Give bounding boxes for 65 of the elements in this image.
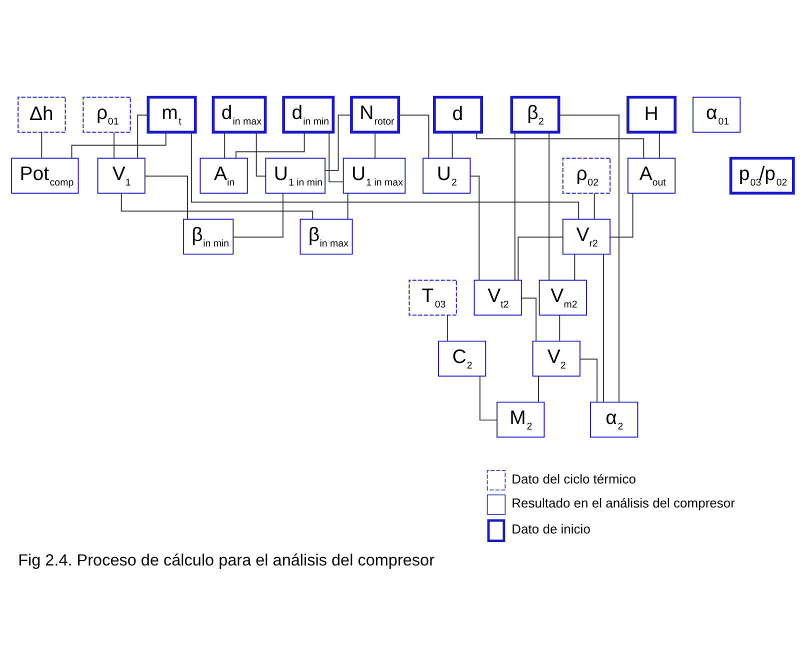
node-box: N$_{rotor}$ — [350, 96, 400, 134]
node-box: α$_{2}$ — [590, 402, 638, 438]
caption: Fig 2.4. Proceso de cálculo para el análisis del compresor — [18, 552, 434, 570]
connector — [144, 176, 188, 220]
node-box: V$_{r2}$ — [562, 218, 611, 255]
connector — [518, 236, 564, 281]
connector — [452, 132, 453, 159]
connector — [224, 132, 226, 159]
node-box: ρ$_{02}$ — [562, 158, 611, 194]
connector — [558, 114, 620, 402]
connector — [476, 132, 644, 159]
connector — [610, 193, 634, 238]
connector — [120, 192, 314, 220]
connector — [41, 132, 42, 159]
connector — [137, 114, 149, 159]
connector — [190, 132, 580, 220]
connector — [580, 358, 598, 403]
connector — [398, 114, 430, 159]
connector — [521, 298, 537, 342]
node-box: T$_{03}$ — [408, 280, 457, 316]
node-box: β$_{2}$ — [510, 96, 560, 134]
node-box: H — [626, 96, 677, 134]
connector — [594, 192, 595, 220]
node-box: U$_{1 in min}$ — [265, 158, 326, 194]
connector — [347, 192, 348, 220]
node-box: U$_{1 in max}$ — [342, 158, 406, 194]
connector — [114, 132, 115, 159]
connector — [538, 376, 539, 403]
connector — [658, 132, 660, 159]
node-box: β$_{in max}$ — [300, 218, 353, 255]
connector — [328, 132, 344, 182]
connector — [236, 132, 305, 159]
connector — [603, 254, 604, 403]
node-box: U$_{2}$ — [422, 158, 471, 194]
connector — [479, 376, 498, 421]
legend-label: Resultado en el análisis del compresor — [512, 496, 735, 511]
connector — [256, 132, 266, 177]
node-box: α$_{01}$ — [692, 96, 741, 133]
node-box: d — [433, 96, 483, 134]
node-box: m$_{t}$ — [146, 96, 197, 134]
connector — [559, 314, 560, 342]
connector — [548, 132, 550, 281]
node-box: A$_{out}$ — [627, 158, 676, 194]
node-box: M$_{2}$ — [496, 402, 545, 438]
node-box: ρ$_{01}$ — [82, 96, 131, 133]
node-box: Δh — [18, 96, 66, 133]
connector — [232, 193, 284, 238]
connector — [374, 132, 376, 159]
connector — [470, 176, 480, 280]
node-box: d$_{in max}$ — [212, 96, 267, 134]
connector — [514, 132, 516, 281]
node-box: A$_{in}$ — [200, 158, 248, 194]
node-box: p$_{03}$/p$_{02}$ — [729, 156, 795, 195]
connector — [446, 314, 448, 342]
node-box: V$_{t2}$ — [474, 280, 522, 316]
connector — [574, 254, 576, 281]
node-box: V$_{2}$ — [532, 340, 580, 377]
node-box: β$_{in min}$ — [183, 218, 234, 255]
node-box: C$_{2}$ — [438, 340, 486, 377]
node-box: d$_{in min}$ — [282, 96, 335, 134]
node-box: Pot$_{comp}$ — [11, 158, 79, 194]
node-box: V$_{1}$ — [97, 158, 146, 194]
legend-label: Dato de inicio — [512, 522, 590, 537]
node-box: V$_{m2}$ — [538, 280, 587, 316]
legend-label: Dato del ciclo térmico — [512, 471, 636, 486]
